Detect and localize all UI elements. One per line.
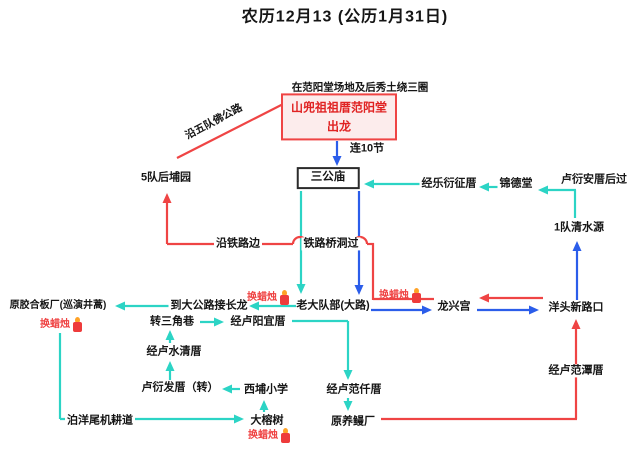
node-huan-lazhu-2: 换蜡烛 — [247, 292, 277, 303]
arrowhead — [165, 361, 175, 371]
arrowhead — [222, 384, 232, 394]
arrowhead — [538, 185, 548, 195]
node-huan-lazhu-3: 换蜡烛 — [379, 290, 409, 301]
arrowhead — [249, 301, 259, 311]
node-boyangwei-jigengdao: 泊洋尾机耕道 — [65, 414, 135, 428]
candle-icon — [73, 317, 82, 332]
node-tielu-qiaodong-guo: 铁路桥洞过 — [301, 237, 361, 251]
node-start-box: 山兜祖祖厝范阳堂 出龙 — [280, 93, 398, 141]
node-lian-10-jie: 连10节 — [349, 142, 385, 155]
node-yuan-yangman-chang: 原养鳗厂 — [331, 415, 375, 428]
node-yidui-qingshuiyuan: 1队清水源 — [553, 221, 605, 234]
arrowhead — [296, 284, 306, 294]
arrowhead — [422, 305, 432, 315]
arrowhead — [343, 401, 353, 411]
node-raosanjuan-note: 在范阳堂场地及后秀土绕三圈 — [291, 81, 429, 94]
arrowhead — [364, 179, 374, 189]
node-longxing-gong: 龙兴宫 — [437, 300, 471, 313]
node-huan-lazhu-4: 换蜡烛 — [248, 430, 278, 441]
arrowhead — [214, 317, 224, 327]
node-dao-dagonglu-jielonglong: 到大公路接长龙 — [168, 299, 250, 313]
arrowhead — [162, 193, 172, 203]
node-jing-lushuiqing-cuo: 经卢水清厝 — [144, 345, 204, 359]
edge-segment — [176, 98, 294, 159]
node-yuan-jiaoheban-chang: 原胶合板厂(巡演井蒿) — [9, 300, 107, 311]
node-lao-daduibu: 老大队部(大路) — [296, 299, 370, 312]
arrowhead — [479, 293, 489, 303]
node-jing-luyangyi-cuo: 经卢阳宜厝 — [230, 315, 286, 328]
node-luyanan-cuo-houguo: 卢衍安厝后过 — [559, 173, 629, 187]
arrowhead — [115, 301, 125, 311]
arrowhead — [529, 305, 539, 315]
node-darongshu: 大榕树 — [250, 414, 284, 427]
node-jing-lufanqian-cuo: 经卢范仟厝 — [326, 383, 382, 396]
arrowhead — [259, 400, 269, 410]
arrowhead — [354, 285, 364, 295]
node-yangtou-xinlukou: 洋头新路口 — [548, 301, 604, 314]
arrowhead — [479, 182, 489, 192]
candle-icon — [280, 290, 289, 305]
candle-icon — [281, 428, 290, 443]
node-xipu-xiaoxue: 西埔小学 — [244, 383, 288, 396]
node-wudui-houbuyuan: 5队后埔园 — [140, 171, 192, 184]
node-san-gong-miao: 三公庙 — [296, 167, 360, 189]
arrowhead — [332, 156, 342, 166]
node-jing-lufantan-cuo: 经卢范潭厝 — [546, 364, 606, 378]
candle-icon — [412, 288, 421, 303]
node-luyanfa-cuo-zhuan: 卢衍发厝（转） — [141, 381, 219, 394]
node-zhuan-sanjiao-xiang: 转三角巷 — [150, 315, 194, 328]
node-jing-leyanzheng-cuo: 经乐衍征厝 — [419, 177, 479, 191]
arrowhead — [234, 414, 244, 424]
arrowhead — [165, 330, 175, 340]
arrowhead — [571, 319, 581, 329]
arrowhead — [572, 241, 582, 251]
node-title: 农历12月13 (公历1月31日) — [241, 8, 449, 26]
node-jindetang: 锦德堂 — [497, 177, 535, 191]
node-huan-lazhu-1: 换蜡烛 — [40, 319, 70, 330]
node-yan-tielu-bian: 沿铁路边 — [214, 237, 262, 251]
arrowhead — [343, 370, 353, 380]
